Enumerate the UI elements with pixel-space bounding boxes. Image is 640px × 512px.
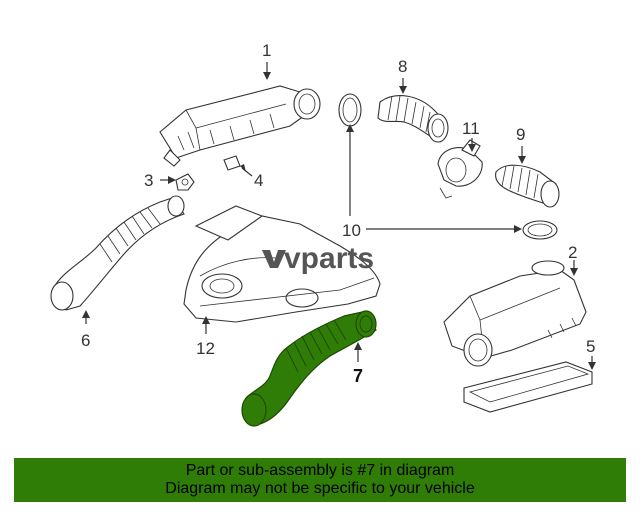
part-1-air-cleaner-upper[interactable] xyxy=(159,85,321,167)
callout-10: 10 xyxy=(342,221,361,240)
banner-line-2: Diagram may not be specific to your vehi… xyxy=(165,480,475,497)
part-10-o-ring-lower[interactable] xyxy=(522,220,558,240)
banner-line-1: Part or sub-assembly is #7 in diagram xyxy=(185,462,455,479)
part-5-filter-element[interactable] xyxy=(463,361,593,413)
part-10-o-ring-upper[interactable] xyxy=(338,93,362,127)
part-7-intake-duct-highlighted[interactable] xyxy=(241,310,377,427)
part-3-clip[interactable] xyxy=(175,173,195,191)
part-2-air-cleaner-lower[interactable] xyxy=(443,260,587,367)
callout-3: 3 xyxy=(144,171,153,190)
part-info-banner: Part or sub-assembly is #7 in diagram Di… xyxy=(14,458,626,502)
watermark-logo: vparts xyxy=(262,242,374,275)
part-4-bracket[interactable] xyxy=(223,155,241,171)
part-6-intake-duct[interactable] xyxy=(50,195,185,311)
callout-4: 4 xyxy=(254,171,263,190)
callout-8: 8 xyxy=(398,57,407,76)
callout-6: 6 xyxy=(81,331,90,350)
part-11-air-mass-sensor[interactable] xyxy=(437,139,483,199)
part-12-engine-cover[interactable] xyxy=(183,205,381,323)
part-9-boot[interactable] xyxy=(495,164,560,208)
callout-5: 5 xyxy=(586,337,595,356)
callout-12: 12 xyxy=(196,339,215,358)
callout-7: 7 xyxy=(353,366,363,386)
callout-9: 9 xyxy=(516,125,525,144)
watermark-text: vparts xyxy=(284,242,374,275)
callout-1: 1 xyxy=(262,41,271,60)
callout-11: 11 xyxy=(462,119,480,138)
callout-2: 2 xyxy=(568,243,577,262)
part-8-intake-hose[interactable] xyxy=(377,95,449,143)
